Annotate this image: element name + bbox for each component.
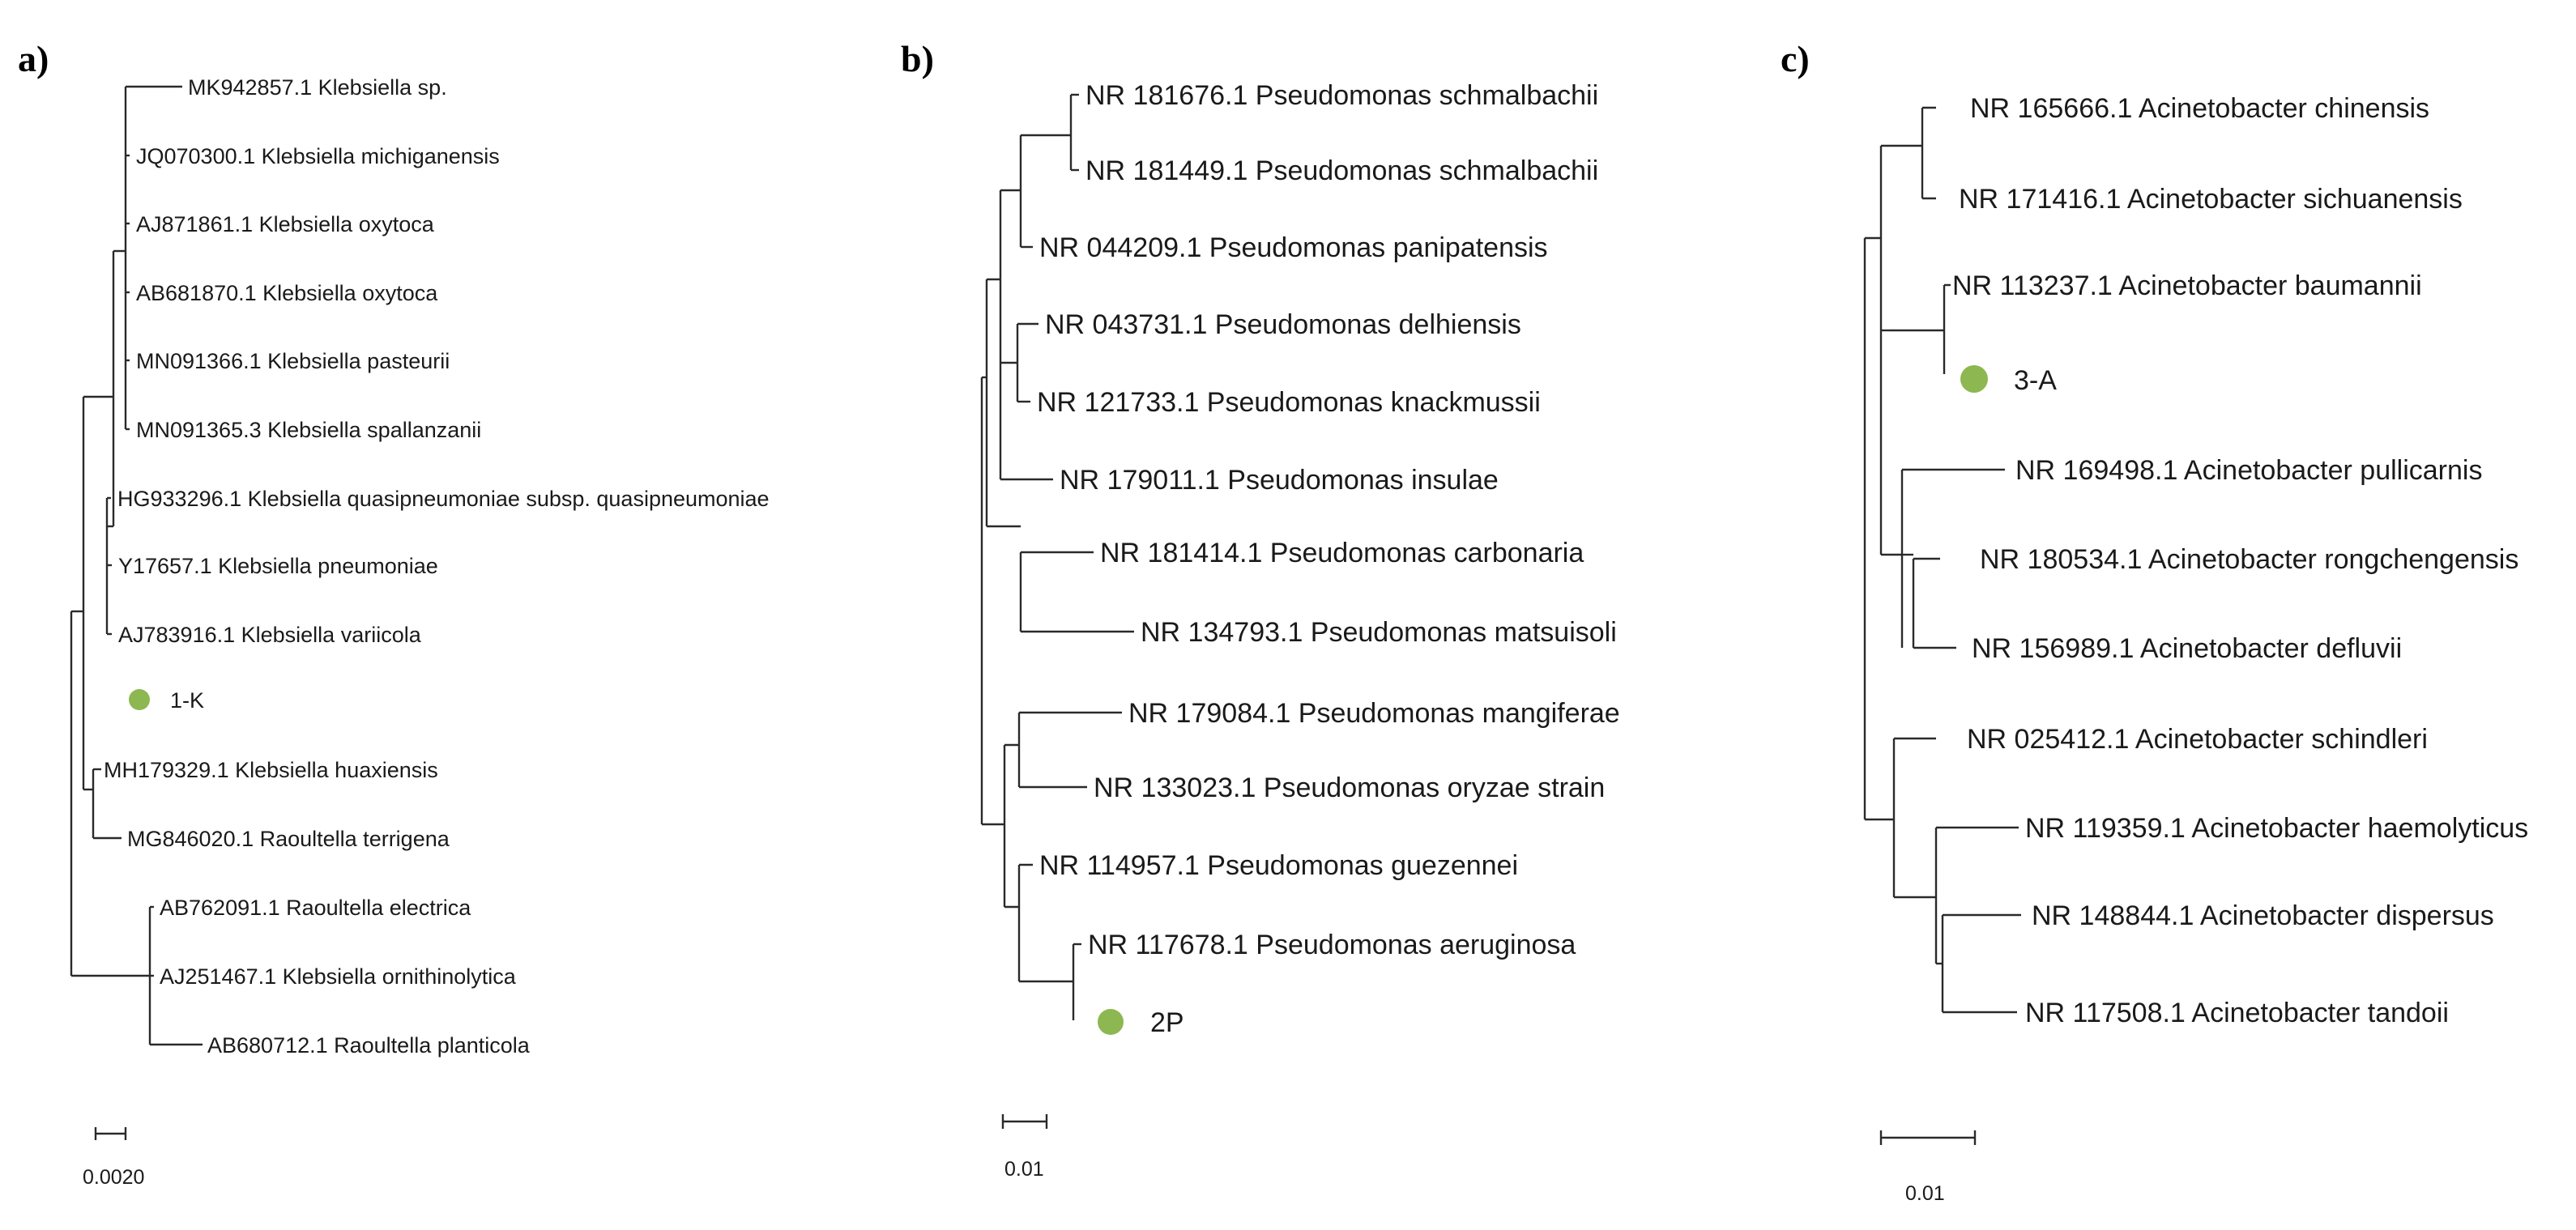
panel-a-branches xyxy=(70,85,203,1046)
leaf-label: NR 156989.1 Acinetobacter defluvii xyxy=(1972,633,2402,664)
panel-c-scale-bar: 0.01 xyxy=(1879,1130,1977,1205)
leaf-label: NR 179011.1 Pseudomonas insulae xyxy=(1060,465,1499,496)
panel-c-label: c) xyxy=(1781,38,1810,79)
scale-bar-label: 0.01 xyxy=(1004,1158,1044,1181)
leaf-label: NR 133023.1 Pseudomonas oryzae strain xyxy=(1094,772,1605,803)
panel-b-scale-bar: 0.01 xyxy=(1001,1114,1048,1181)
leaf-label: JQ070300.1 Klebsiella michiganensis xyxy=(136,144,500,168)
panel-a-scale-bar: 0.0020 xyxy=(83,1127,144,1189)
leaf-label: NR 169498.1 Acinetobacter pullicarnis xyxy=(2015,455,2482,486)
panel-b-label: b) xyxy=(901,38,934,79)
isolate-label: 1-K xyxy=(170,688,204,713)
leaf-label: MN091366.1 Klebsiella pasteurii xyxy=(136,349,450,373)
isolate-marker-icon xyxy=(129,689,150,710)
leaf-label: AB681870.1 Klebsiella oxytoca xyxy=(136,281,438,305)
leaf-label: NR 165666.1 Acinetobacter chinensis xyxy=(1970,93,2429,124)
leaf-label: NR 025412.1 Acinetobacter schindleri xyxy=(1967,724,2428,755)
leaf-label: NR 148844.1 Acinetobacter dispersus xyxy=(2032,900,2494,931)
isolate-marker-icon xyxy=(1098,1009,1124,1035)
leaf-label: NR 181414.1 Pseudomonas carbonaria xyxy=(1100,538,1584,568)
leaf-label: NR 043731.1 Pseudomonas delhiensis xyxy=(1045,309,1521,340)
leaf-label: NR 179084.1 Pseudomonas mangiferae xyxy=(1128,698,1620,729)
leaf-label: MG846020.1 Raoultella terrigena xyxy=(127,827,450,851)
panel-c-leaf-labels: NR 165666.1 Acinetobacter chinensis NR 1… xyxy=(1952,93,2528,1028)
leaf-label: AJ251467.1 Klebsiella ornithinolytica xyxy=(160,964,517,989)
panel-a-klebsiella-tree: a) xyxy=(18,38,770,1189)
leaf-label: Y17657.1 Klebsiella pneumoniae xyxy=(118,554,438,578)
panel-c-acinetobacter-tree: c) xyxy=(1781,38,2528,1205)
leaf-label: NR 180534.1 Acinetobacter rongchengensis xyxy=(1980,544,2518,575)
leaf-label: HG933296.1 Klebsiella quasipneumoniae su… xyxy=(117,487,770,511)
panel-a-label: a) xyxy=(18,38,49,79)
scale-bar-label: 0.01 xyxy=(1905,1182,1945,1205)
leaf-label: NR 114957.1 Pseudomonas guezennei xyxy=(1039,850,1518,881)
panel-b-branches xyxy=(980,93,1134,1020)
isolate-label: 3-A xyxy=(2014,365,2057,396)
leaf-label: NR 171416.1 Acinetobacter sichuanensis xyxy=(1959,184,2463,215)
leaf-label: NR 181449.1 Pseudomonas schmalbachii xyxy=(1085,155,1598,186)
isolate-label: 2P xyxy=(1150,1007,1184,1038)
leaf-label: MH179329.1 Klebsiella huaxiensis xyxy=(104,758,438,782)
leaf-label: MN091365.3 Klebsiella spallanzanii xyxy=(136,418,481,442)
leaf-label: NR 117508.1 Acinetobacter tandoii xyxy=(2025,998,2449,1028)
panel-c-branches xyxy=(1863,106,2021,1014)
leaf-label: NR 113237.1 Acinetobacter baumannii xyxy=(1952,270,2422,301)
panel-b-leaf-labels: NR 181676.1 Pseudomonas schmalbachii NR … xyxy=(1037,80,1620,1038)
leaf-label: NR 181676.1 Pseudomonas schmalbachii xyxy=(1085,80,1598,111)
leaf-label: AB762091.1 Raoultella electrica xyxy=(160,896,471,920)
leaf-label: NR 134793.1 Pseudomonas matsuisoli xyxy=(1141,617,1617,648)
leaf-label: MK942857.1 Klebsiella sp. xyxy=(188,75,447,100)
leaf-label: NR 117678.1 Pseudomonas aeruginosa xyxy=(1088,930,1576,960)
leaf-label: NR 121733.1 Pseudomonas knackmussii xyxy=(1037,387,1541,418)
leaf-label: NR 119359.1 Acinetobacter haemolyticus xyxy=(2025,813,2528,844)
panel-a-leaf-labels: MK942857.1 Klebsiella sp. JQ070300.1 Kle… xyxy=(104,75,770,1058)
leaf-label: AB680712.1 Raoultella planticola xyxy=(207,1033,531,1058)
panel-b-pseudomonas-tree: b) xyxy=(901,38,1620,1181)
leaf-label: AJ783916.1 Klebsiella variicola xyxy=(118,623,422,647)
scale-bar-label: 0.0020 xyxy=(83,1166,144,1189)
isolate-marker-icon xyxy=(1960,365,1988,393)
leaf-label: NR 044209.1 Pseudomonas panipatensis xyxy=(1039,232,1548,263)
leaf-label: AJ871861.1 Klebsiella oxytoca xyxy=(136,212,435,236)
